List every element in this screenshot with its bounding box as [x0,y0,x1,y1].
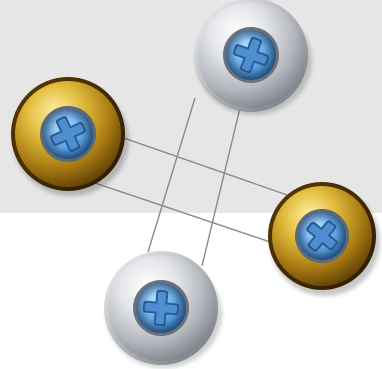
silver-screw-top [194,0,312,115]
wire-line [202,108,240,266]
wire-line [148,98,195,252]
gold-screw-right [268,182,380,296]
silver-screw-bottom [104,251,222,368]
gold-screw-left [11,77,129,196]
wire-line [92,182,288,248]
